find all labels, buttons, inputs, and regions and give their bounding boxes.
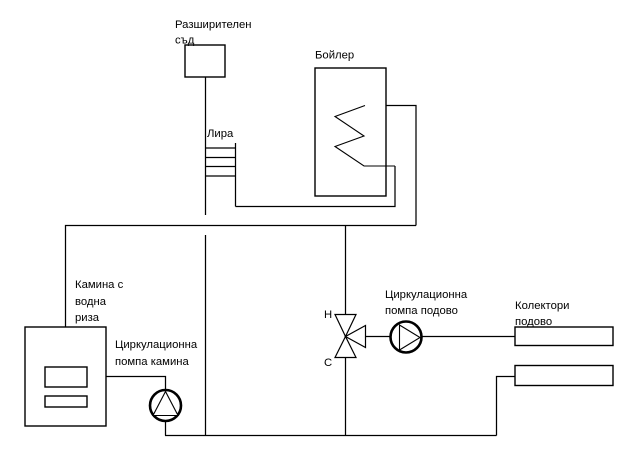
floor-pump-symbol bbox=[389, 320, 423, 354]
floor-pump-label-line1: Циркулационна bbox=[385, 289, 468, 301]
pump-direction-triangle bbox=[398, 324, 422, 351]
three-way-valve-symbol bbox=[334, 313, 367, 359]
boiler-label: Бойлер bbox=[315, 50, 354, 62]
boiler-coil bbox=[333, 104, 395, 167]
fireplace-door bbox=[44, 366, 88, 388]
valve-top-triangle bbox=[334, 313, 357, 338]
fireplace-vent bbox=[44, 395, 88, 408]
collector-supply-box bbox=[514, 326, 614, 347]
lira-label: Лира bbox=[207, 128, 234, 140]
valve-bottom-triangle bbox=[334, 335, 357, 359]
collector-return-box bbox=[514, 364, 614, 387]
pipe-main-supply bbox=[64, 224, 416, 327]
lira-radiator bbox=[205, 143, 237, 207]
fireplace-pump-label-line1: Циркулационна bbox=[115, 339, 198, 351]
valve-hot-port-label: Н bbox=[324, 309, 332, 321]
floor-pump-label-line2: помпа подово bbox=[385, 305, 458, 317]
boiler-box bbox=[314, 67, 387, 197]
fireplace-pump-label-line2: помпа камина bbox=[115, 356, 189, 368]
expansion-vessel-box bbox=[184, 44, 226, 78]
fireplace-label-line3: риза bbox=[75, 312, 100, 324]
collectors-label-line2: подово bbox=[515, 316, 552, 328]
expansion-vessel-label-line1: Разширителен bbox=[175, 19, 252, 31]
valve-right-triangle bbox=[344, 324, 367, 349]
valve-cold-port-label: С bbox=[324, 357, 332, 369]
fireplace-label-line2: водна bbox=[75, 296, 107, 308]
fireplace-pump-symbol bbox=[148, 388, 183, 423]
expansion-vessel-label-line2: съд bbox=[175, 35, 195, 47]
collectors-label-line1: Колектори bbox=[515, 300, 569, 312]
pipe-collector-return bbox=[495, 375, 515, 436]
fireplace-label-line1: Камина с bbox=[75, 279, 124, 291]
pump-direction-triangle bbox=[152, 390, 179, 417]
pipe-lira-to-boiler bbox=[235, 166, 396, 208]
pipe-fireplace-outlet bbox=[106, 375, 167, 390]
